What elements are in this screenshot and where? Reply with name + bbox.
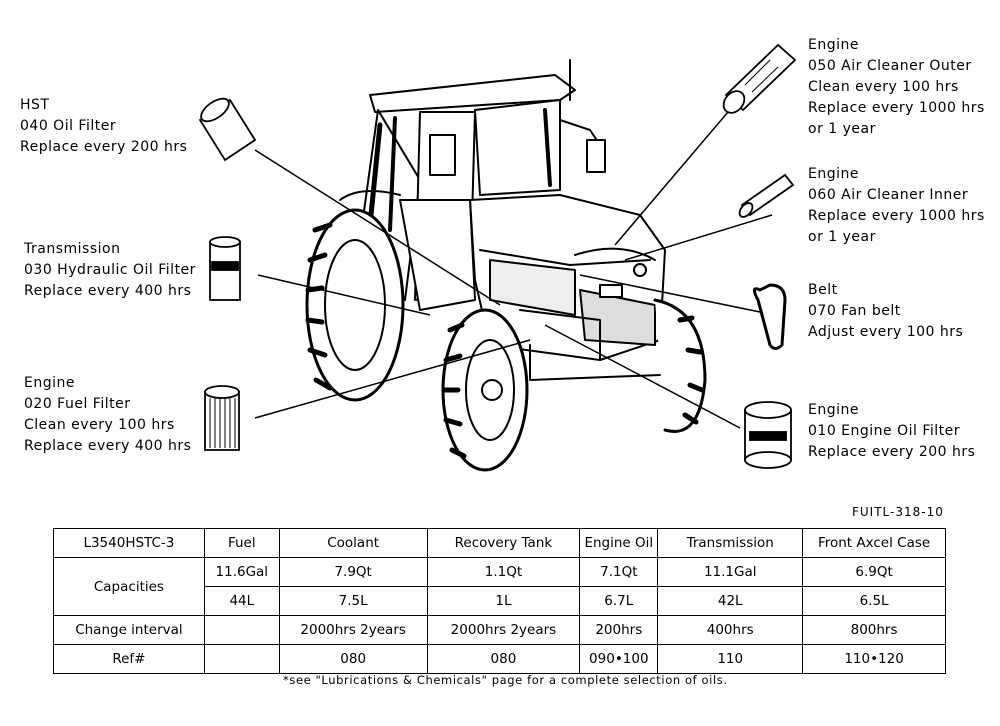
- label-service: Adjust every 100 hrs: [808, 324, 964, 340]
- header-cell: Fuel: [203, 528, 280, 558]
- table-row-capacities-us: Capacities 11.6Gal 7.9Qt 1.1Qt 7.1Qt 11.…: [53, 557, 946, 616]
- table-cell: [203, 615, 280, 645]
- engine-oil-filter-icon: [744, 401, 792, 469]
- label-part: 030 Hydraulic Oil Filter: [24, 262, 196, 278]
- label-part: 070 Fan belt: [808, 303, 901, 319]
- footnote: *see "Lubrications & Chemicals" page for…: [283, 673, 728, 687]
- header-cell: Coolant: [278, 528, 428, 558]
- row-label: Change interval: [53, 615, 205, 645]
- label-service: Replace every 400 hrs: [24, 438, 192, 454]
- label-service: Replace every 200 hrs: [808, 444, 976, 460]
- fuel-filter-icon: [204, 385, 240, 451]
- table-cell: 1L: [426, 586, 581, 616]
- fan-belt-icon: [753, 283, 787, 350]
- label-part: 020 Fuel Filter: [24, 396, 131, 412]
- table-cell: 080: [426, 644, 581, 674]
- air-cleaner-outer-icon: [722, 43, 797, 114]
- label-service: or 1 year: [808, 229, 876, 245]
- label-service: or 1 year: [808, 121, 876, 137]
- table-cell: 7.5L: [278, 586, 428, 616]
- table-cell: 7.1Qt: [579, 557, 659, 587]
- label-part: 010 Engine Oil Filter: [808, 423, 961, 439]
- header-cell: Engine Oil: [579, 528, 659, 558]
- label-service: Replace every 400 hrs: [24, 283, 192, 299]
- table-cell: 090•100: [579, 644, 659, 674]
- table-cell: 800hrs: [802, 615, 946, 645]
- label-group: Engine: [808, 37, 859, 53]
- label-engine-oil-filter: Engine 010 Engine Oil Filter Replace eve…: [808, 400, 975, 463]
- table-cell: 7.9Qt: [278, 557, 428, 587]
- table-cell: 080: [278, 644, 428, 674]
- air-cleaner-inner-icon: [738, 173, 795, 218]
- table-cell: 44L: [203, 586, 280, 616]
- header-cell: Front Axcel Case: [802, 528, 946, 558]
- oil-filter-hst-icon: [198, 97, 257, 162]
- table-cell: 110: [657, 644, 804, 674]
- label-air-cleaner-inner: Engine 060 Air Cleaner Inner Replace eve…: [808, 164, 985, 248]
- table-cell: 2000hrs 2years: [278, 615, 428, 645]
- row-label: Capacities: [53, 557, 205, 616]
- table-cell: 200hrs: [579, 615, 659, 645]
- front-wheel-right: [653, 298, 707, 433]
- label-service: Clean every 100 hrs: [24, 417, 175, 433]
- figure-code: FUITL-318-10: [852, 505, 944, 519]
- table-header-row: L3540HSTC-3 Fuel Coolant Recovery Tank E…: [53, 528, 946, 558]
- label-part: 050 Air Cleaner Outer: [808, 58, 972, 74]
- label-service: Replace every 1000 hrs: [808, 100, 985, 116]
- label-air-cleaner-outer: Engine 050 Air Cleaner Outer Clean every…: [808, 35, 985, 140]
- label-hydraulic-oil-filter: Transmission 030 Hydraulic Oil Filter Re…: [24, 239, 196, 302]
- table-cell: 1.1Qt: [426, 557, 581, 587]
- table-row-capacities-metric: 44L 7.5L 1L 6.7L 42L 6.5L: [54, 586, 946, 616]
- label-group: Transmission: [24, 241, 121, 257]
- table-cell: [203, 644, 280, 674]
- table-cell: 6.7L: [579, 586, 659, 616]
- label-group: Engine: [24, 375, 75, 391]
- label-service: Replace every 200 hrs: [20, 139, 188, 155]
- model-cell: L3540HSTC-3: [53, 528, 205, 558]
- leader-lines: [254, 111, 773, 429]
- header-cell: Recovery Tank: [426, 528, 581, 558]
- table-row-ref: Ref# 080 080 090•100 110 110•120: [53, 644, 946, 674]
- label-group: Engine: [808, 166, 859, 182]
- header-cell: Transmission: [657, 528, 804, 558]
- label-hst-oil-filter: HST 040 Oil Filter Replace every 200 hrs: [20, 95, 187, 158]
- table-cell: 11.6Gal: [203, 557, 280, 587]
- table-cell: 11.1Gal: [657, 557, 804, 587]
- label-group: HST: [20, 97, 50, 113]
- table-cell: 6.9Qt: [802, 557, 946, 587]
- label-group: Belt: [808, 282, 838, 298]
- front-wheel-left: [441, 308, 529, 472]
- table-cell: 110•120: [802, 644, 946, 674]
- label-part: 060 Air Cleaner Inner: [808, 187, 969, 203]
- capacities-table: L3540HSTC-3 Fuel Coolant Recovery Tank E…: [53, 528, 946, 674]
- table-cell: 6.5L: [802, 586, 946, 616]
- label-service: Clean every 100 hrs: [808, 79, 959, 95]
- label-group: Engine: [808, 402, 859, 418]
- table-cell: 400hrs: [657, 615, 804, 645]
- table-cell: 42L: [657, 586, 804, 616]
- row-label: Ref#: [53, 644, 205, 674]
- label-fan-belt: Belt 070 Fan belt Adjust every 100 hrs: [808, 280, 963, 343]
- label-service: Replace every 1000 hrs: [808, 208, 985, 224]
- label-fuel-filter: Engine 020 Fuel Filter Clean every 100 h…: [24, 373, 191, 457]
- hydraulic-oil-filter-icon: [209, 236, 241, 301]
- table-cell: 2000hrs 2years: [426, 615, 581, 645]
- label-part: 040 Oil Filter: [20, 118, 117, 134]
- table-row-change-interval: Change interval 2000hrs 2years 2000hrs 2…: [53, 615, 946, 645]
